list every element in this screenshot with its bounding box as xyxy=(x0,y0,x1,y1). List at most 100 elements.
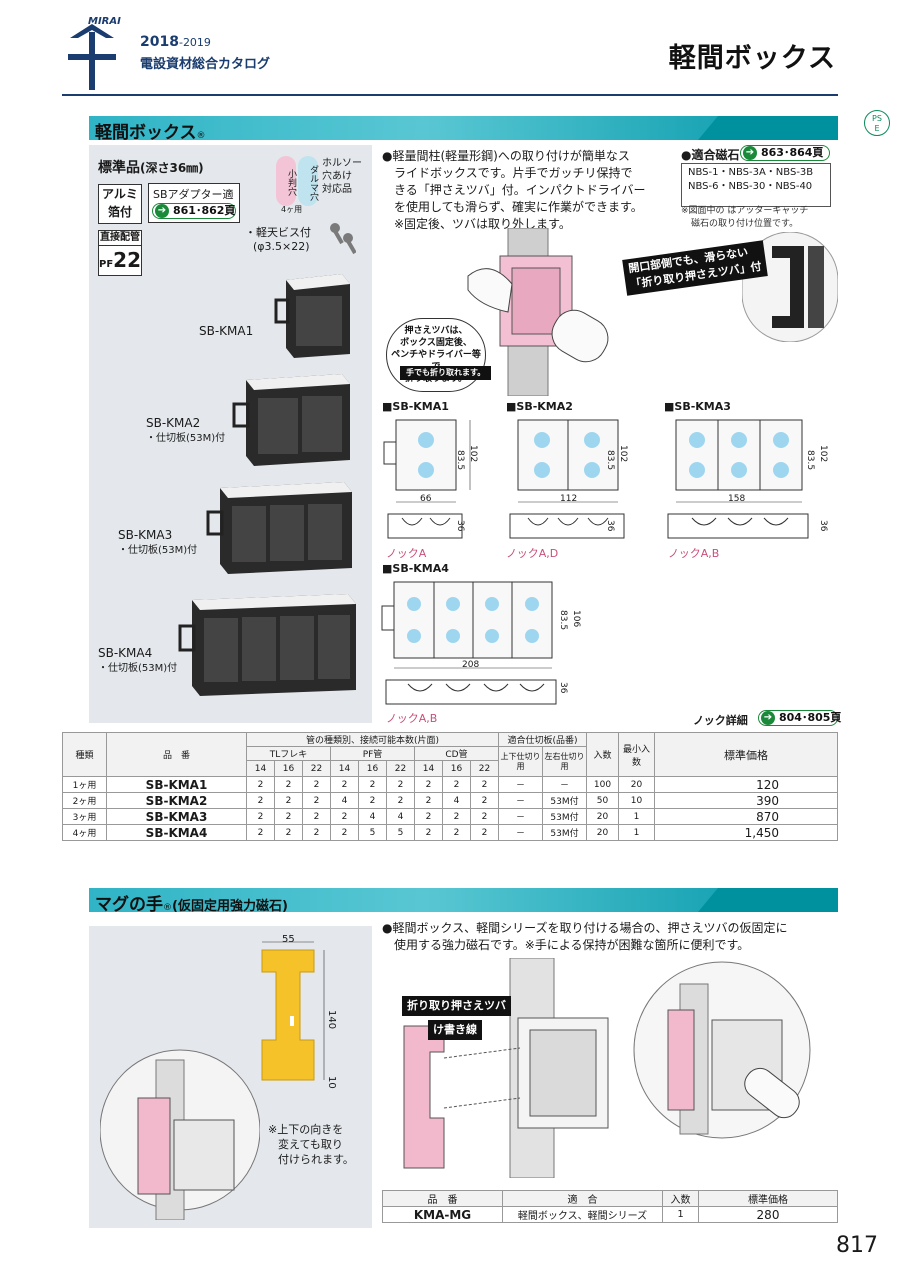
cell-pipe-count: 2 xyxy=(302,776,331,793)
th-pipes: 管の種類別、接続可能本数(片面) xyxy=(246,732,499,747)
cell-pipe-count: 2 xyxy=(470,808,499,825)
cell-model: SB-KMA2 xyxy=(106,792,247,809)
th-size: 22 xyxy=(386,760,415,777)
cell-pipe-count: 2 xyxy=(386,776,415,793)
magnet-use-illustration xyxy=(100,1049,260,1220)
cell-price: 280 xyxy=(698,1206,838,1223)
cell-model: KMA-MG xyxy=(382,1206,503,1223)
magnet-page-link[interactable]: 863･864頁 xyxy=(740,145,830,161)
cell-pipe-count: 5 xyxy=(386,824,415,841)
cell-pipe-count: 2 xyxy=(246,808,275,825)
cell-pipe-count: 2 xyxy=(358,792,387,809)
cell-pipe-count: 2 xyxy=(414,824,443,841)
cell-qty: 20 xyxy=(586,808,619,825)
holesaw-compatible-text: ホルソー穴あけ対応品 xyxy=(322,158,362,195)
aluminum-foil-tag: アルミ箔付 xyxy=(98,184,142,224)
th-model: 品 番 xyxy=(106,732,247,777)
cell-pipe-count: 2 xyxy=(414,792,443,809)
th-type: 種類 xyxy=(62,732,107,777)
dim-width-kma1: 66 xyxy=(420,494,432,504)
magnet-dimension-drawing xyxy=(261,941,325,1081)
cell-pipe-count: 4 xyxy=(358,808,387,825)
dim-width-kma4: 208 xyxy=(462,660,480,670)
th-updown: 上下仕切り用 xyxy=(498,746,543,777)
magnet-position-note: ※図面中の はアッターキャッチ磁石の取り付け位置です。 xyxy=(681,206,809,229)
th-size: 22 xyxy=(470,760,499,777)
cell-model: SB-KMA3 xyxy=(106,808,247,825)
dim-h1-kma4: 83.5 xyxy=(558,610,568,631)
cell-price: 120 xyxy=(654,776,838,793)
knock-detail-page-link[interactable]: 804･805頁 xyxy=(758,710,841,726)
th-cd: CD管 xyxy=(414,746,499,761)
cell-type: 1ヶ用 xyxy=(62,776,107,793)
dim-width-kma3: 158 xyxy=(728,494,746,504)
diagram-kma4 xyxy=(381,581,557,705)
breakaway-flange-callout: 折り取り押さえツバ xyxy=(402,996,511,1016)
cell-model: SB-KMA1 xyxy=(106,776,247,793)
th-minqty: 最小入数 xyxy=(618,732,655,777)
cell-pipe-count: 2 xyxy=(302,824,331,841)
magnet-height-dim: 140 xyxy=(326,1010,337,1030)
screw-icon xyxy=(330,223,356,255)
model-label-sb-kma3: SB-KMA3・仕切板(53M)付 xyxy=(118,528,198,556)
diagram-kma1 xyxy=(383,419,471,539)
cell-pipe-count: 2 xyxy=(246,792,275,809)
cell-updown-partition: － xyxy=(498,792,543,809)
diagram-title-kma2: ■SB-KMA2 xyxy=(506,400,573,413)
cell-pipe-count: 2 xyxy=(274,776,303,793)
cell-pipe-count: 2 xyxy=(442,824,471,841)
compatible-magnet-title: ●適合磁石 xyxy=(681,148,740,162)
th-tl: TLフレキ xyxy=(246,746,331,761)
knock-kma4: ノックA,B xyxy=(386,712,438,725)
section-banner-magu-no-te: マグの手®(仮固定用強力磁石) xyxy=(89,888,838,915)
cell-pipe-count: 2 xyxy=(330,824,359,841)
page-number: 817 xyxy=(836,1233,878,1258)
cell-pipe-count: 2 xyxy=(274,808,303,825)
cell-type: 4ヶ用 xyxy=(62,824,107,841)
sb-kma2-image xyxy=(232,374,350,466)
cell-pipe-count: 2 xyxy=(246,776,275,793)
product-description: ●軽量間柱(軽量形鋼)への取り付けが簡単なス ライドボックスです。片手でガッチリ… xyxy=(382,149,646,231)
cell-min-qty: 20 xyxy=(618,776,655,793)
dim-h1-kma2: 83.5 xyxy=(605,450,615,471)
cell-pipe-count: 4 xyxy=(442,792,471,809)
banner-tail xyxy=(698,888,838,912)
table-row: KMA-MG 軽間ボックス、軽間シリーズ 1 280 xyxy=(382,1206,838,1223)
th-size: 14 xyxy=(246,760,275,777)
th-size: 22 xyxy=(302,760,331,777)
cell-pipe-count: 4 xyxy=(386,808,415,825)
cell-lr-partition: 53M付 xyxy=(542,824,587,841)
spec-table-kouma-box: 種類 品 番 管の種類別、接続可能本数(片面) 適合仕切板(品番) 入数 最小入… xyxy=(62,732,838,841)
cell-pipe-count: 5 xyxy=(358,824,387,841)
sb-adapter-page-link[interactable]: 861･862頁 xyxy=(152,203,236,219)
screw-included-text: ・軽天ビス付(φ3.5×22) xyxy=(245,226,311,253)
sb-kma1-image xyxy=(274,274,350,358)
magnet-orientation-note: ※上下の向きを変えても取り付けられます。 xyxy=(268,1123,354,1166)
dim-h2-kma2: 102 xyxy=(618,445,628,463)
cell-pipe-count: 2 xyxy=(442,776,471,793)
cell-pipe-count: 2 xyxy=(358,776,387,793)
cell-type: 2ヶ用 xyxy=(62,792,107,809)
cell-pipe-count: 2 xyxy=(442,808,471,825)
cell-pipe-count: 2 xyxy=(470,824,499,841)
sb-kma3-image xyxy=(206,482,352,574)
dim-depth-kma3: 36 xyxy=(818,520,828,532)
cell-lr-partition: 53M付 xyxy=(542,792,587,809)
cell-pipe-count: 2 xyxy=(274,824,303,841)
model-label-sb-kma1: SB-KMA1 xyxy=(199,324,254,338)
th-size: 16 xyxy=(358,760,387,777)
cell-pipe-count: 4 xyxy=(330,792,359,809)
four-use-label: 4ヶ用 xyxy=(281,205,303,214)
flange-break-callout: 押さえツバは、ボックス固定後、ペンチやドライバー等で折り取ります。 xyxy=(386,318,486,392)
cell-price: 1,450 xyxy=(654,824,838,841)
cell-pipe-count: 2 xyxy=(386,792,415,809)
th-size: 14 xyxy=(330,760,359,777)
cell-pipe-count: 2 xyxy=(302,808,331,825)
knock-detail-label: ノック詳細 xyxy=(693,714,748,727)
